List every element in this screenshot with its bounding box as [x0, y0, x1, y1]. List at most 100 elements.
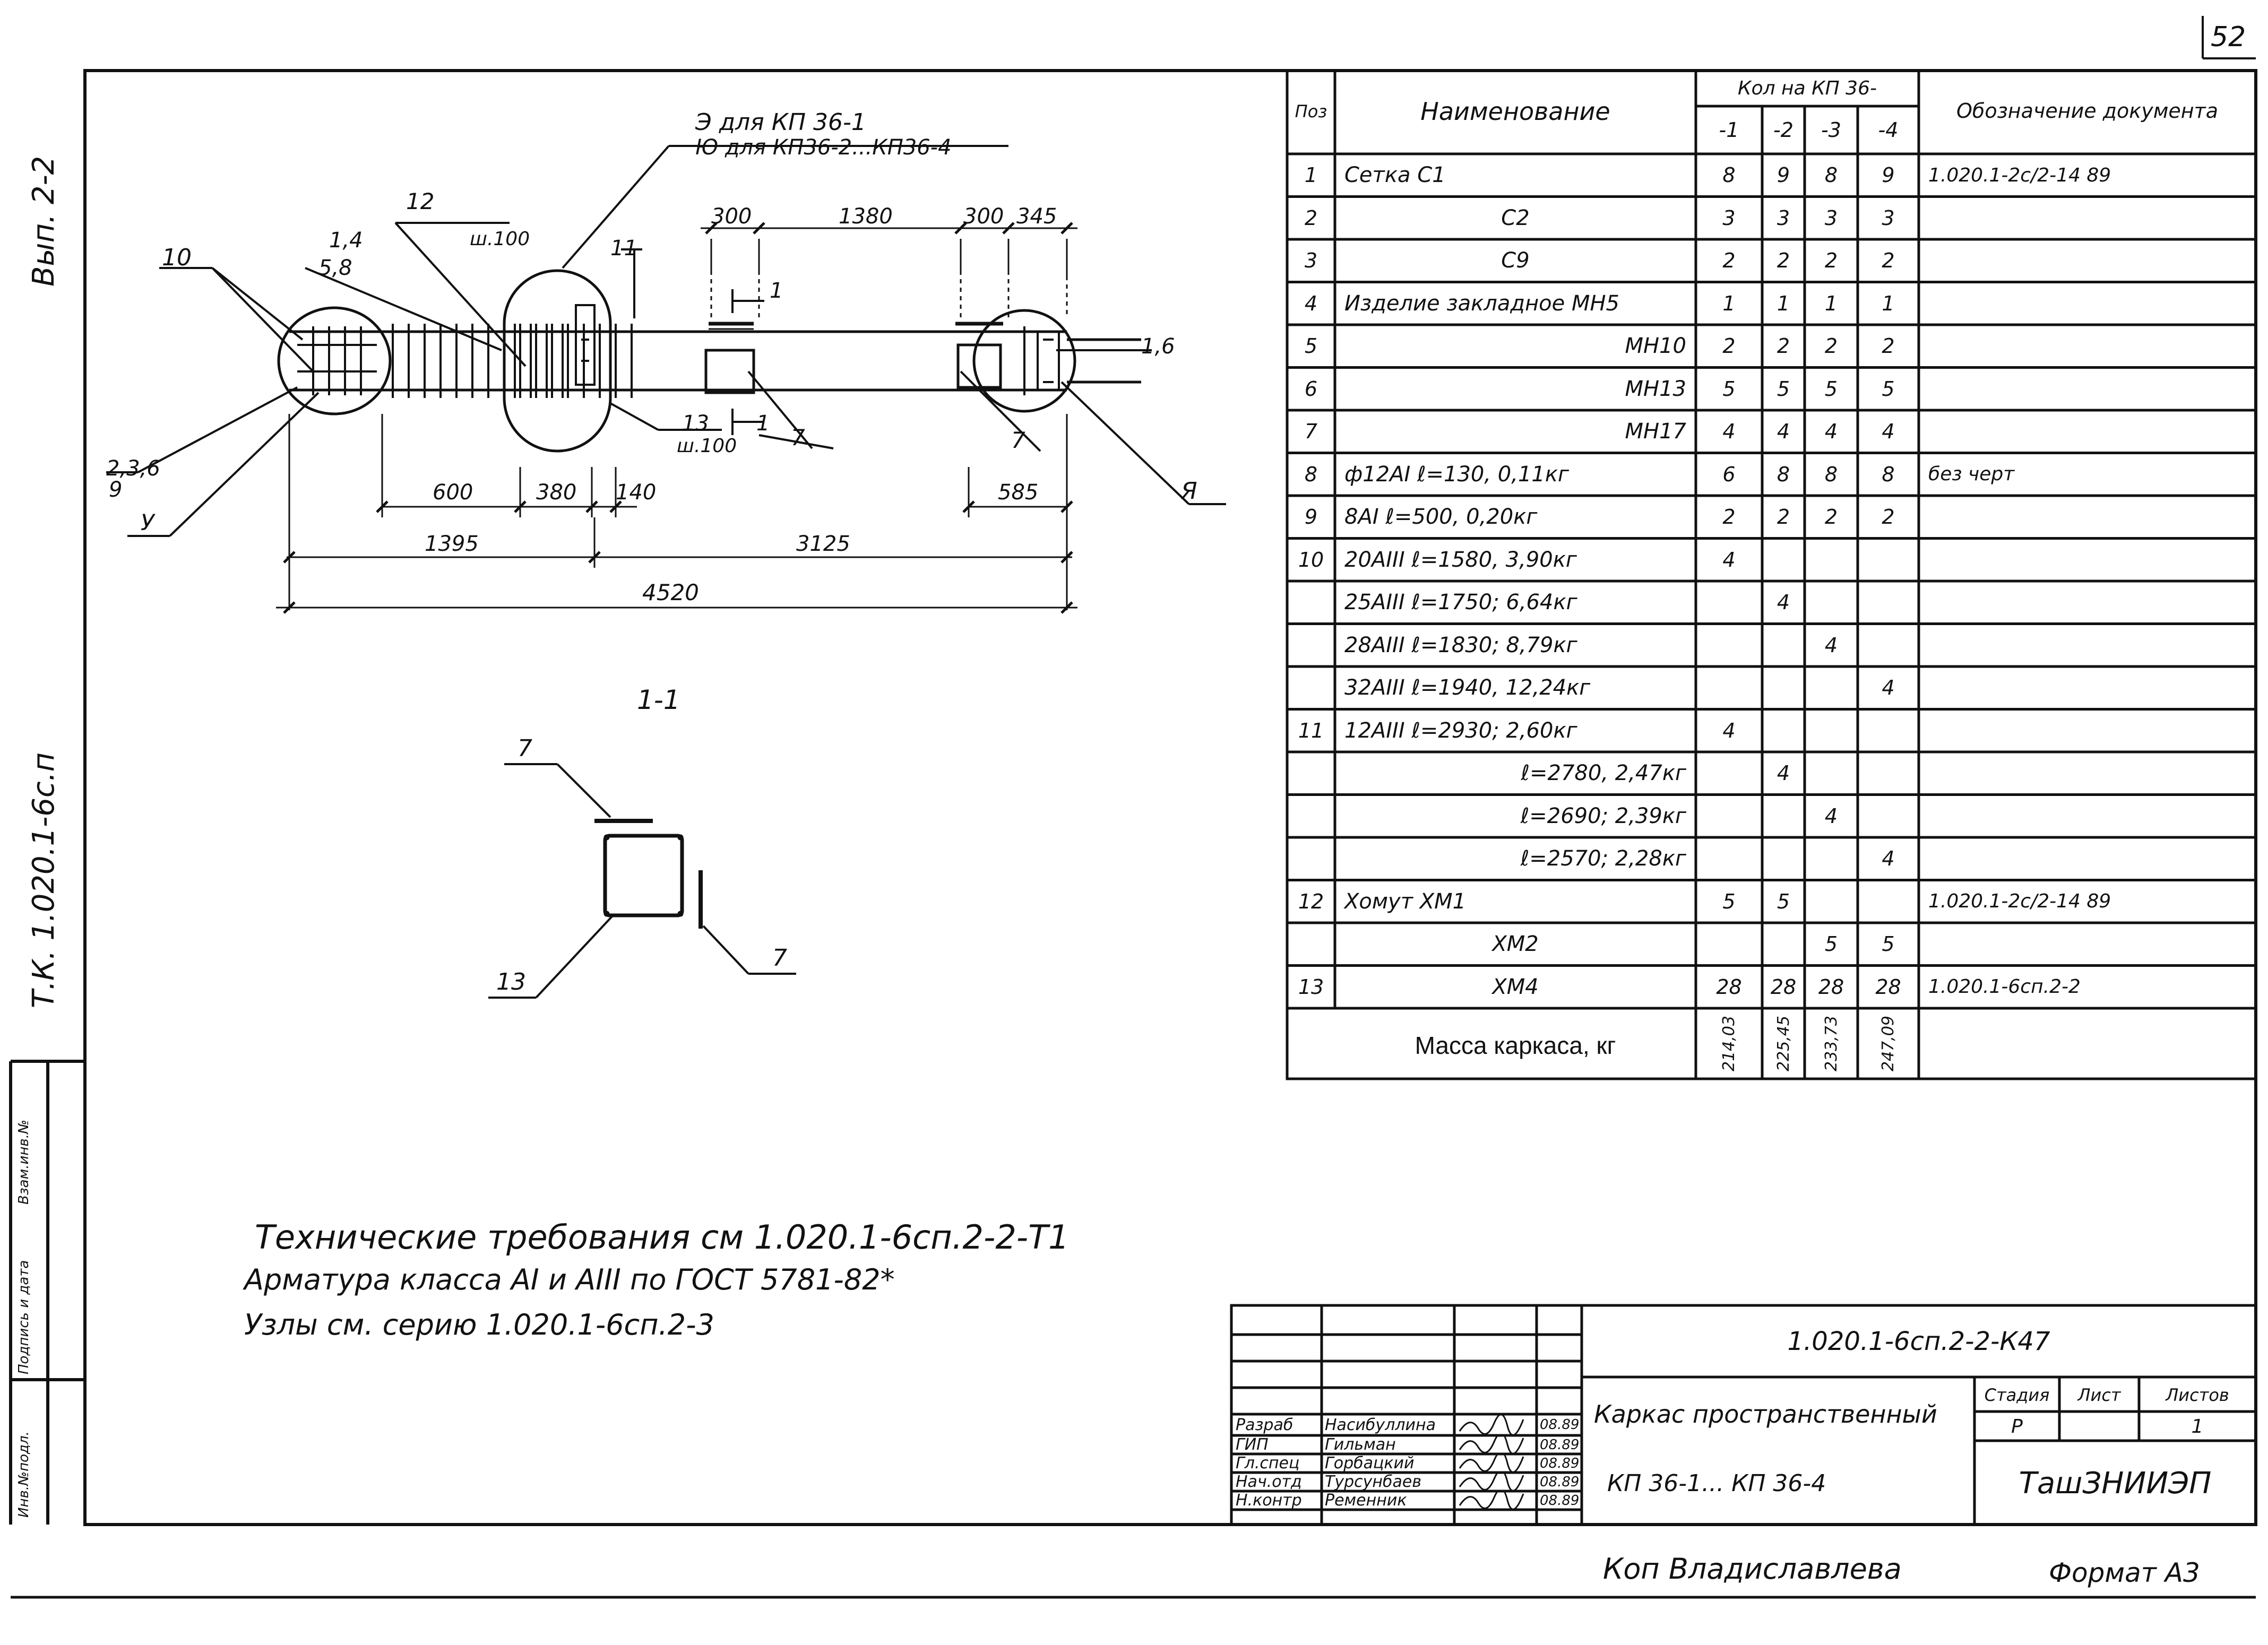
- callout-yu: Ю для КП36-2...КП36-4: [695, 135, 952, 160]
- tb-date: 08.89: [1540, 1436, 1580, 1453]
- footer-copied-by: Коп Владиславлева: [1603, 1552, 1902, 1586]
- label-2-3-6: 2,3,6: [106, 456, 160, 481]
- tb-name: Ременник: [1325, 1491, 1407, 1510]
- row-qty-3: 4: [1824, 633, 1838, 657]
- label-7-right: 7: [1011, 427, 1025, 453]
- label-w100-top: ш.100: [470, 228, 530, 250]
- row-qty-3: 4: [1824, 804, 1838, 828]
- dim-600: 600: [433, 480, 473, 505]
- tb-name: Горбацкий: [1325, 1454, 1415, 1473]
- section-title: 1-1: [637, 685, 680, 715]
- sheet-number: 52: [2211, 21, 2246, 53]
- row-doc: [1919, 496, 2256, 539]
- dim-140: 140: [616, 480, 657, 505]
- dim-4520: 4520: [642, 579, 699, 605]
- row-doc: [1919, 539, 2256, 582]
- row-pos: 1: [1304, 163, 1318, 187]
- tb-date: 08.89: [1540, 1417, 1580, 1433]
- row-pos: 5: [1304, 334, 1318, 358]
- row-pos: 11: [1298, 718, 1324, 742]
- dim-3125: 3125: [796, 532, 850, 556]
- row-doc: [1919, 239, 2256, 282]
- row-qty-4: [1858, 624, 1919, 667]
- row-qty-2: 4: [1777, 761, 1790, 785]
- row-qty-1: [1696, 666, 1762, 709]
- row-qty-2: 4: [1777, 420, 1790, 444]
- row-qty-1: [1696, 752, 1762, 795]
- row-name: МН13: [1625, 376, 1687, 401]
- row-doc: 1.020.1-2с/2-14 89: [1928, 890, 2111, 913]
- mass-value-1: 214,03: [1719, 1016, 1738, 1071]
- row-doc: [1919, 923, 2256, 966]
- row-pos: 2: [1304, 206, 1318, 230]
- row-doc: [1919, 837, 2256, 880]
- header-qty-2: -2: [1773, 118, 1793, 142]
- label-ya: Я: [1181, 478, 1197, 505]
- mass-label: Масса каркаса, кг: [1415, 1032, 1616, 1059]
- row-qty-3: [1805, 837, 1858, 880]
- signature-icon: [1459, 1491, 1524, 1510]
- row-name: Хомут ХМ1: [1344, 889, 1467, 914]
- row-pos: 10: [1298, 548, 1324, 572]
- row-qty-1: 2: [1722, 249, 1736, 273]
- row-qty-4: 3: [1882, 206, 1895, 230]
- row-pos: [1287, 581, 1335, 624]
- row-name: 8АI ℓ=500, 0,20кг: [1344, 505, 1538, 530]
- row-name: 28АIII ℓ=1830; 8,79кг: [1344, 633, 1577, 657]
- row-doc: [1919, 368, 2256, 411]
- stage-label: Стадия: [1984, 1385, 2050, 1405]
- row-qty-2: 2: [1777, 334, 1790, 358]
- row-pos: [1287, 624, 1335, 667]
- cut-mark-1-bot: 1: [756, 411, 770, 436]
- row-qty-2: [1762, 539, 1805, 582]
- cut-mark-1-top: 1: [770, 279, 783, 303]
- row-pos: 8: [1304, 462, 1318, 486]
- section-label-7-top: 7: [518, 735, 532, 762]
- row-qty-4: 4: [1882, 420, 1895, 444]
- row-qty-1: 1: [1722, 291, 1736, 315]
- signature-icon: [1459, 1435, 1524, 1454]
- row-qty-3: 1: [1824, 291, 1838, 315]
- header-qty-1: -1: [1719, 118, 1739, 142]
- note-reinforcement-class: Арматура класса АI и АIII по ГОСТ 5781-8…: [244, 1263, 895, 1296]
- row-qty-1: 2: [1722, 505, 1736, 529]
- row-doc: [1919, 709, 2256, 752]
- dim-300-b: 300: [963, 204, 1004, 229]
- stamp-signature-label: Подпись и дата: [16, 1260, 32, 1374]
- side-label-series: Т.К. 1.020.1-6с.п: [27, 752, 61, 1008]
- row-qty-4: 2: [1882, 505, 1895, 529]
- row-pos: 13: [1298, 975, 1324, 999]
- tb-role: Гл.спец: [1236, 1454, 1300, 1473]
- row-pos: 6: [1304, 377, 1318, 401]
- row-qty-4: 2: [1882, 249, 1895, 273]
- row-qty-3: [1805, 666, 1858, 709]
- row-name: ℓ=2780, 2,47кг: [1521, 761, 1686, 786]
- row-name: С9: [1501, 248, 1530, 273]
- tb-role: Нач.отд: [1236, 1473, 1302, 1491]
- dim-585: 585: [998, 480, 1039, 505]
- row-qty-4: 4: [1882, 676, 1895, 700]
- row-qty-1: 5: [1722, 889, 1736, 913]
- label-9: 9: [109, 478, 123, 502]
- signature-icon: [1459, 1414, 1524, 1435]
- row-name: ХМ2: [1492, 932, 1539, 957]
- tb-name: Насибуллина: [1325, 1415, 1436, 1434]
- row-doc: [1919, 410, 2256, 453]
- row-qty-2: [1762, 709, 1805, 752]
- sheets-value: 1: [2191, 1415, 2204, 1438]
- label-1-4: 1,4: [329, 228, 363, 253]
- row-doc: [1919, 581, 2256, 624]
- row-qty-4: [1858, 709, 1919, 752]
- row-qty-1: [1696, 837, 1762, 880]
- row-qty-3: [1805, 880, 1858, 923]
- tb-name: Турсунбаев: [1325, 1473, 1422, 1491]
- row-qty-3: 3: [1824, 206, 1838, 230]
- row-pos: 4: [1304, 291, 1318, 315]
- row-pos: 3: [1304, 249, 1318, 273]
- row-name: ℓ=2690; 2,39кг: [1520, 803, 1686, 828]
- signature-icon: [1459, 1473, 1524, 1491]
- note-nodes: Узлы см. серию 1.020.1-6сп.2-3: [244, 1308, 714, 1341]
- dim-300-a: 300: [711, 204, 752, 229]
- row-name: ℓ=2570; 2,28кг: [1520, 846, 1686, 871]
